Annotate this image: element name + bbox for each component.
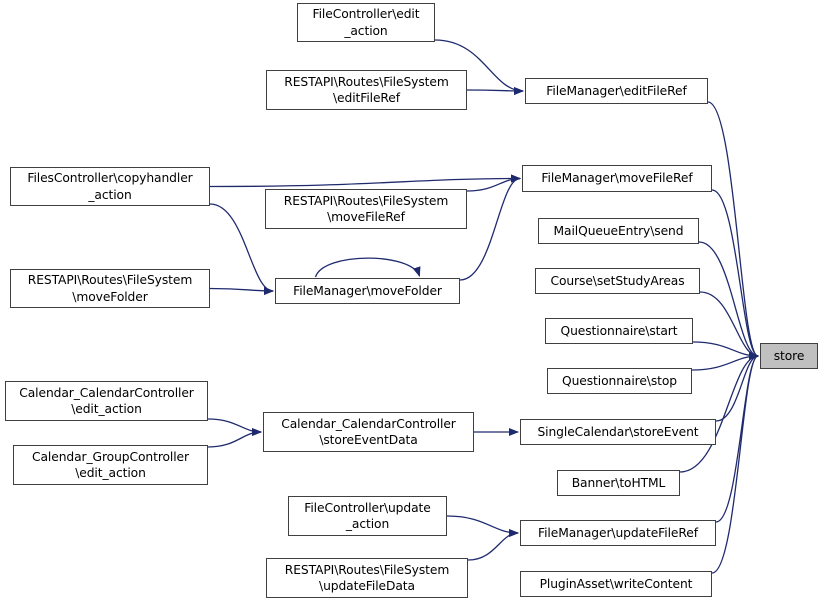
graph-node[interactable]: RESTAPI\Routes\FileSystem \moveFolder [10,269,210,308]
graph-node[interactable]: store [760,343,818,369]
graph-node[interactable]: FileManager\editFileRef [525,78,708,104]
graph-node[interactable]: Calendar_CalendarController \edit_action [5,381,208,421]
graph-edge [466,86,524,95]
graph-node[interactable]: FileManager\updateFileRef [520,520,716,546]
graph-edge [698,241,759,360]
graph-node[interactable]: Course\setStudyAreas [535,268,700,294]
graph-edge [707,101,759,360]
graph-node[interactable]: MailQueueEntry\send [538,218,699,244]
graph-node[interactable]: FilesController\copyhandler _action [10,167,210,206]
graph-node[interactable]: SingleCalendar\storeEvent [520,419,716,445]
graph-node[interactable]: PluginAsset\writeContent [520,571,712,597]
graph-node[interactable]: Banner\toHTML [557,470,680,496]
graph-node[interactable]: Calendar_CalendarController \storeEventD… [263,412,474,452]
graph-edge [209,286,274,295]
graph-edge [207,428,262,448]
graph-node[interactable]: FileController\edit _action [297,3,435,42]
graph-edge [314,257,421,278]
graph-node[interactable]: Calendar_GroupController \edit_action [13,445,208,485]
graph-node[interactable]: FileController\update _action [288,496,447,536]
graph-node[interactable]: Questionnaire\stop [547,368,692,394]
graph-node[interactable]: FileManager\moveFileRef [522,165,712,192]
graph-edge [699,291,759,360]
graph-edge [711,352,759,574]
graph-edge [434,39,524,95]
graph-node[interactable]: RESTAPI\Routes\FileSystem \moveFileRef [265,189,467,229]
graph-edge [459,174,521,281]
graph-edge [207,418,262,436]
graph-edge [467,529,519,561]
graph-edge [679,352,759,473]
graph-node[interactable]: FileManager\moveFolder [275,278,460,304]
graph-node[interactable]: RESTAPI\Routes\FileSystem \editFileRef [266,70,467,110]
graph-edge [209,203,274,295]
graph-edge [711,189,759,360]
graph-node[interactable]: Questionnaire\start [545,318,693,344]
graph-node[interactable]: RESTAPI\Routes\FileSystem \updateFileDat… [266,558,468,598]
graph-edge [446,515,519,537]
graph-edge [209,174,521,188]
graph-edge [692,341,759,360]
